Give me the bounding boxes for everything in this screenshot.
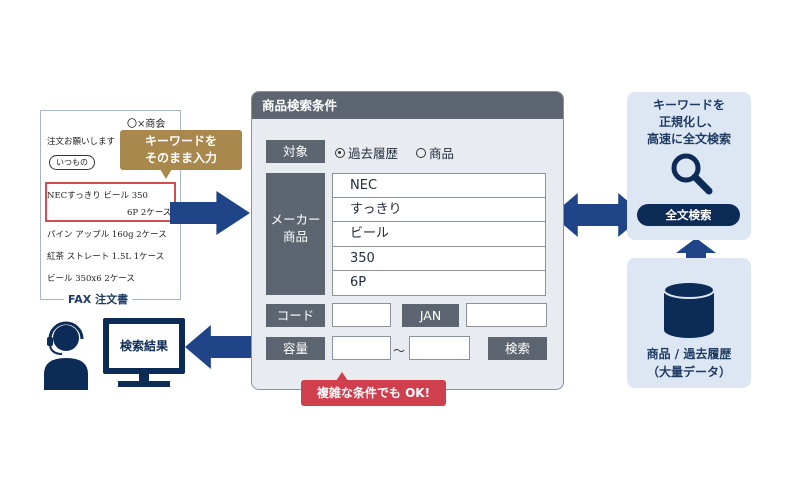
keyword-input-callout: キーワードを そのまま入力 — [120, 130, 242, 170]
fax-item-4: ビール 350x6 2ケース — [47, 274, 135, 284]
capacity-min-input[interactable] — [332, 336, 391, 360]
radio-selected-icon — [335, 147, 345, 158]
fax-shop-name: 〇×商会 — [127, 119, 166, 130]
radio-unselected-icon — [416, 147, 426, 158]
search-results-label: 検索結果 — [119, 339, 168, 353]
monitor-base — [118, 381, 170, 387]
search-conditions-panel: 商品検索条件 対象 過去履歴 商品 メーカー 商品 NEC すっきり ビール 3… — [251, 91, 564, 390]
fax-greeting: 注文お願いします — [47, 137, 116, 147]
callout-tail — [160, 169, 172, 179]
engine-title-line-1: キーワードを — [652, 98, 725, 112]
panel-title: 商品検索条件 — [252, 92, 563, 119]
fulltext-engine-panel: キーワードを 正規化し、 高速に全文検索 全文検索 — [627, 92, 751, 240]
database-icon — [663, 281, 715, 338]
database-panel: 商品 / 過去履歴 （大量データ） — [627, 258, 751, 388]
jan-label: JAN — [402, 304, 459, 327]
fax-item-1-qty: 6P 2ケース — [127, 208, 172, 218]
callout-line-1: キーワードを — [144, 134, 217, 148]
keyword-field-list: NEC すっきり ビール 350 6P — [332, 173, 546, 296]
radio-history[interactable]: 過去履歴 — [335, 143, 398, 162]
radio-product[interactable]: 商品 — [416, 143, 454, 162]
target-label: 対象 — [266, 140, 325, 163]
database-label-line-1: 商品 / 過去履歴 — [646, 347, 732, 361]
arrow-left-icon — [185, 325, 253, 369]
search-button[interactable]: 検索 — [488, 337, 547, 360]
engine-title-line-3: 高速に全文検索 — [646, 132, 731, 146]
arrow-right-icon — [170, 191, 250, 235]
capacity-max-input[interactable] — [409, 336, 470, 360]
keyword-field[interactable]: NEC — [333, 174, 545, 199]
maker-label-line-1: メーカー — [270, 212, 321, 227]
fax-item-2: パイン アップル 160g 2ケース — [47, 230, 167, 240]
capacity-label: 容量 — [266, 337, 325, 360]
keyword-field[interactable]: ビール — [333, 222, 545, 247]
maker-label-line-2: 商品 — [282, 229, 308, 244]
radio-history-label: 過去履歴 — [348, 146, 399, 161]
jan-input[interactable] — [466, 303, 547, 327]
complex-conditions-note: 複雑な条件でも OK! — [301, 380, 446, 406]
callout-line-2: そのまま入力 — [144, 151, 217, 165]
fax-usual-bubble: いつもの — [49, 155, 95, 170]
radio-product-label: 商品 — [429, 146, 455, 161]
keyword-field[interactable]: すっきり — [333, 198, 545, 223]
monitor-screen: 検索結果 — [103, 318, 185, 374]
database-label-line-2: （大量データ） — [646, 365, 731, 379]
fax-caption: FAX 注文書 — [64, 291, 133, 307]
fax-item-1-name: NECすっきり ビール 350 — [47, 191, 148, 201]
keyword-field[interactable]: 6P — [350, 274, 367, 290]
operator-icon — [44, 321, 88, 390]
code-label: コード — [266, 304, 325, 327]
maker-product-label: メーカー 商品 — [266, 173, 325, 295]
monitor-stand — [139, 374, 149, 382]
engine-title-line-2: 正規化し、 — [658, 115, 719, 129]
fulltext-search-button[interactable]: 全文検索 — [637, 204, 740, 226]
fax-item-3: 紅茶 ストレート 1.5L 1ケース — [47, 252, 165, 262]
range-separator: 〜 — [393, 344, 406, 358]
magnifier-icon — [671, 153, 713, 195]
keyword-field[interactable]: 350 — [333, 247, 545, 271]
note-tail — [336, 372, 348, 381]
code-input[interactable] — [332, 303, 391, 327]
